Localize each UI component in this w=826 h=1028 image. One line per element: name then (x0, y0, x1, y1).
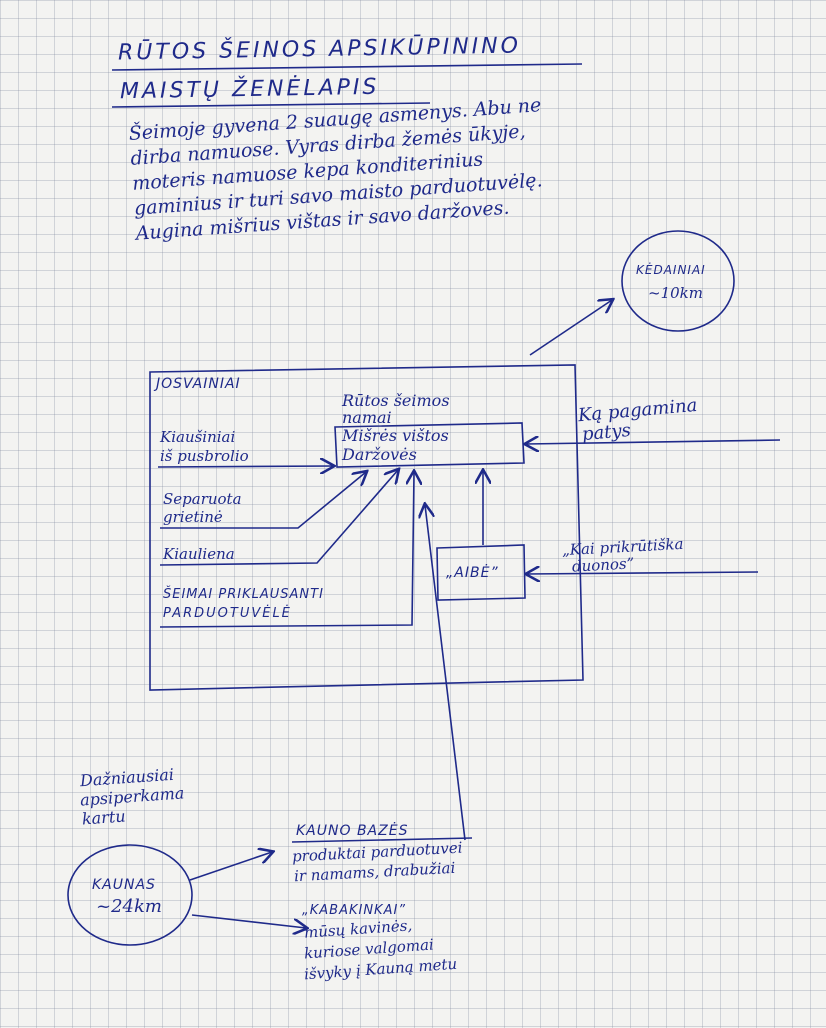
parduotuvele-line-2: PARDUOTUVĖLĖ (163, 606, 292, 621)
arrow-to-kedainiai (529, 300, 612, 356)
title-underline-1 (111, 63, 583, 71)
arrow-kiauliena (159, 470, 398, 566)
arrow-kaunas-kabakinkai (191, 914, 306, 928)
home-line-2: Daržovės (342, 445, 417, 464)
aibe-box (436, 544, 526, 601)
home-label: Rūtos šeimos namai (342, 391, 450, 427)
kaunas-label: KAUNAS (92, 877, 156, 893)
kedainiai-distance: ~10km (648, 284, 703, 302)
josvainiai-label: JOSVAINIAI (156, 376, 241, 392)
kauno-bazes-underline (291, 837, 473, 843)
kedainiai-label: KĖDAINIAI (636, 263, 706, 277)
separuota-line-2: grietinė (163, 508, 223, 526)
kiausiniai-line-1: Kiaušiniai (160, 428, 236, 446)
title-underline-2 (111, 102, 431, 108)
daziausiai-line-3: kartu (81, 806, 127, 829)
arrow-separuota (160, 472, 366, 529)
arrow-pagamina (526, 440, 781, 444)
josvainiai-box (149, 364, 584, 691)
home-line-1: Mišrės vištos (342, 426, 449, 445)
arrow-kiausiniai (157, 466, 333, 467)
arrow-duona (527, 572, 759, 574)
kiausiniai-line-2: iš pusbrolio (160, 447, 249, 465)
aibe-label: „AIBĖ” (446, 565, 499, 581)
kabakinkai-title: „KABAKINKAI” (302, 903, 407, 918)
arrow-kauno-bazes (425, 505, 466, 841)
separuota-line-1: Separuota (163, 490, 242, 508)
arrow-kaunas-bazes (189, 852, 272, 881)
home-box (334, 422, 525, 468)
kauno-bazes-title: KAUNO BAZĖS (296, 823, 409, 839)
duona-line-2: duonos” (571, 554, 635, 576)
arrow-parduotuvele (159, 472, 414, 628)
parduotuvele-line-1: ŠEIMAI PRIKLAUSANTI (163, 587, 324, 602)
kedainiai-circle (621, 230, 735, 332)
kaunas-distance: ~24km (96, 896, 162, 917)
kiauliena-label: Kiauliena (163, 545, 235, 563)
kaunas-circle (67, 844, 193, 946)
title-line-2: MAISTŲ ŽENĖLAPIS (119, 74, 380, 105)
